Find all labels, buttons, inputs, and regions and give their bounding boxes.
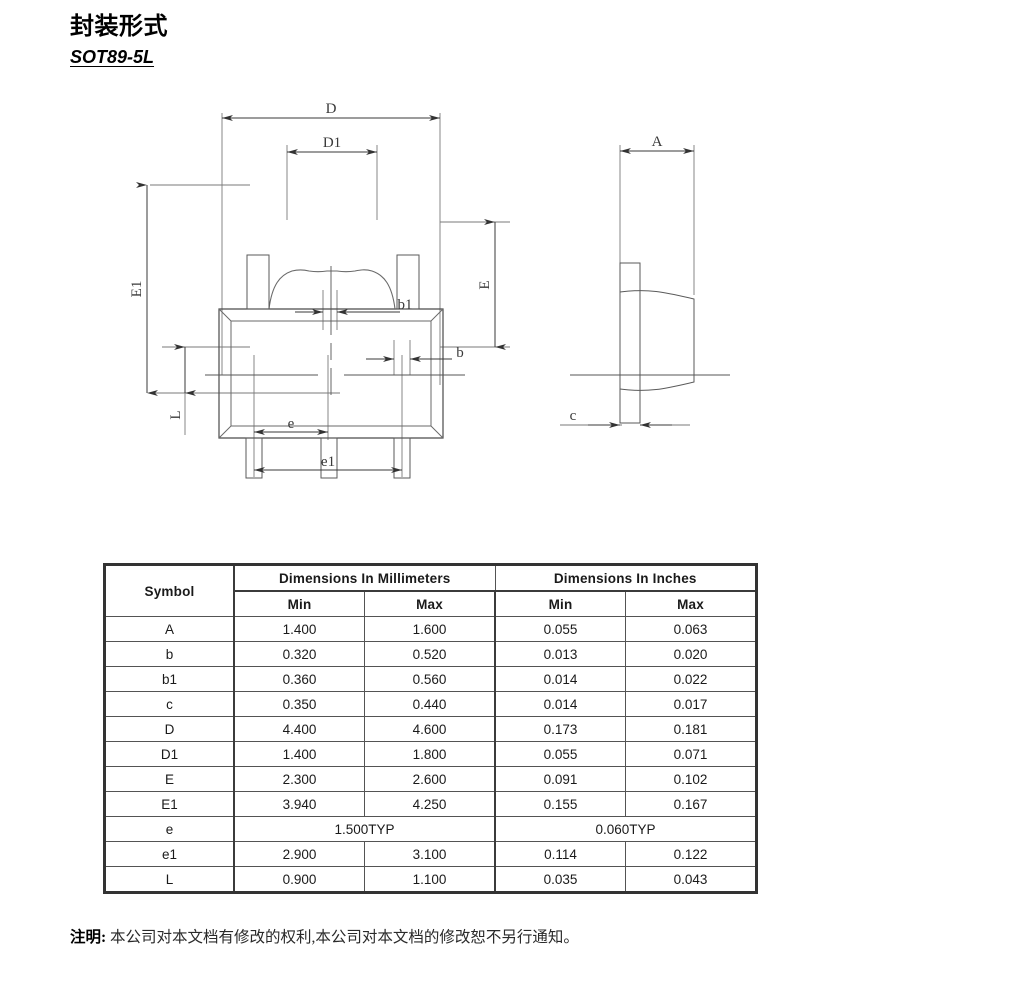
cell-symbol: L <box>103 866 235 894</box>
dim-label-e: e <box>288 416 295 432</box>
header-in-max: Max <box>625 590 758 617</box>
cell-in-max: 0.102 <box>625 766 758 792</box>
cell-mm-min: 0.900 <box>233 866 365 894</box>
footer-note: 注明: 本公司对本文档有修改的权利,本公司对本文档的修改恕不另行通知。 <box>70 925 579 947</box>
dim-label-b: b <box>456 345 464 361</box>
cell-in-min: 0.173 <box>494 716 626 742</box>
dim-label-E1: E1 <box>129 281 145 298</box>
cell-mm-min: 2.900 <box>233 841 365 867</box>
cell-mm-max: 0.560 <box>364 666 496 692</box>
header-in-min: Min <box>494 590 626 617</box>
header-group-millimeters: Dimensions In Millimeters <box>233 563 496 592</box>
cell-in-min: 0.013 <box>494 641 626 667</box>
header-symbol: Symbol <box>103 563 235 617</box>
cell-in-max: 0.167 <box>625 791 758 817</box>
cell-in-min: 0.155 <box>494 791 626 817</box>
cell-mm-max: 1.800 <box>364 741 496 767</box>
dim-label-D: D <box>326 101 337 117</box>
cell-in-min: 0.055 <box>494 741 626 767</box>
table-header-group-row: Symbol Dimensions In Millimeters Dimensi… <box>103 563 758 617</box>
cell-mm-typ: 1.500TYP <box>233 816 496 842</box>
dim-label-A: A <box>652 134 663 150</box>
heading-block: 封装形式 SOT89-5L <box>70 12 168 69</box>
cell-mm-min: 0.350 <box>233 691 365 717</box>
cell-symbol: E <box>103 766 235 792</box>
cell-in-max: 0.181 <box>625 716 758 742</box>
footer-note-label: 注明: <box>70 929 107 946</box>
dim-label-E: E <box>477 280 493 289</box>
cell-in-typ: 0.060TYP <box>494 816 758 842</box>
cell-mm-max: 3.100 <box>364 841 496 867</box>
header-mm-min: Min <box>233 590 365 617</box>
header-mm-max: Max <box>364 590 496 617</box>
cell-mm-max: 0.520 <box>364 641 496 667</box>
cell-mm-max: 2.600 <box>364 766 496 792</box>
cell-in-min: 0.091 <box>494 766 626 792</box>
table-head: Symbol Dimensions In Millimeters Dimensi… <box>103 563 758 617</box>
dimensions-table: Symbol Dimensions In Millimeters Dimensi… <box>103 563 758 894</box>
table-header-subrow: Min Max Min Max <box>105 590 758 617</box>
dim-label-D1: D1 <box>323 135 341 151</box>
cell-in-min: 0.035 <box>494 866 626 894</box>
cell-symbol: b1 <box>103 666 235 692</box>
cell-in-max: 0.022 <box>625 666 758 692</box>
cell-in-max: 0.017 <box>625 691 758 717</box>
cell-symbol: E1 <box>103 791 235 817</box>
dim-label-c: c <box>570 408 577 424</box>
dim-label-L: L <box>168 410 184 419</box>
cell-in-min: 0.055 <box>494 616 626 642</box>
footer-note-text: 本公司对本文档有修改的权利,本公司对本文档的修改恕不另行通知。 <box>110 929 579 946</box>
cell-mm-min: 4.400 <box>233 716 365 742</box>
cell-in-max: 0.020 <box>625 641 758 667</box>
package-outline-drawing: D D1 E1 L E b1 b e e1 A c <box>0 85 1020 505</box>
cell-mm-max: 1.600 <box>364 616 496 642</box>
cell-symbol: A <box>103 616 235 642</box>
cell-in-max: 0.071 <box>625 741 758 767</box>
cell-in-max: 0.063 <box>625 616 758 642</box>
dimensions-table-container: Symbol Dimensions In Millimeters Dimensi… <box>103 563 758 894</box>
package-name-subtitle: SOT89-5L <box>70 47 155 67</box>
cell-mm-max: 4.600 <box>364 716 496 742</box>
dim-label-b1: b1 <box>398 297 413 313</box>
cell-symbol: D1 <box>103 741 235 767</box>
cell-mm-min: 1.400 <box>233 741 365 767</box>
cell-mm-min: 0.360 <box>233 666 365 692</box>
cell-symbol: e <box>103 816 235 842</box>
cell-mm-max: 4.250 <box>364 791 496 817</box>
cell-in-min: 0.014 <box>494 666 626 692</box>
cell-mm-min: 0.320 <box>233 641 365 667</box>
dim-label-e1: e1 <box>321 454 335 470</box>
cell-in-min: 0.014 <box>494 691 626 717</box>
cell-in-max: 0.043 <box>625 866 758 894</box>
page-title: 封装形式 <box>70 13 168 40</box>
cell-symbol: c <box>103 691 235 717</box>
cell-in-min: 0.114 <box>494 841 626 867</box>
cell-mm-max: 1.100 <box>364 866 496 894</box>
cell-mm-max: 0.440 <box>364 691 496 717</box>
cell-mm-min: 3.940 <box>233 791 365 817</box>
cell-in-max: 0.122 <box>625 841 758 867</box>
header-group-inches: Dimensions In Inches <box>494 563 758 592</box>
cell-symbol: e1 <box>103 841 235 867</box>
cell-mm-min: 1.400 <box>233 616 365 642</box>
cell-mm-min: 2.300 <box>233 766 365 792</box>
cell-symbol: b <box>103 641 235 667</box>
cell-symbol: D <box>103 716 235 742</box>
